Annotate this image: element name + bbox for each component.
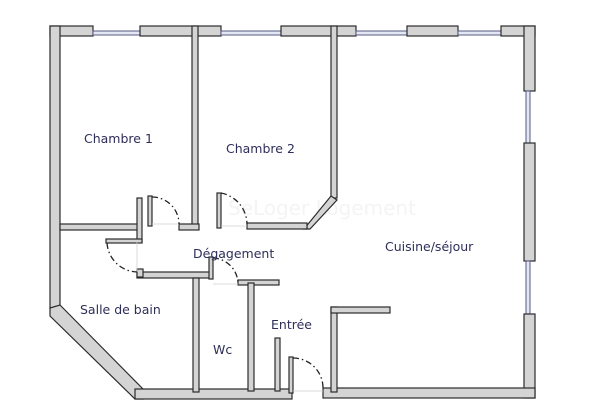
label-entree: Entrée	[271, 317, 312, 332]
window-top-4	[457, 30, 502, 36]
wall-top-4	[406, 25, 459, 37]
wall-wc-entree	[247, 282, 255, 392]
door-thresholds	[136, 223, 323, 392]
wall-ch2-bottom	[246, 222, 308, 230]
label-salle-de-bain: Salle de bain	[80, 302, 161, 317]
wall-left	[49, 25, 61, 309]
stub-ch1-3	[178, 223, 200, 231]
wall-top-2	[139, 25, 222, 37]
wall-ch1-bottom	[59, 223, 141, 231]
window-top-1	[92, 30, 141, 36]
wall-ch1-ch2	[191, 25, 199, 228]
wall-bottom-1	[134, 388, 293, 400]
door-chambre-1[interactable]	[151, 196, 180, 225]
door-swings	[106, 192, 324, 389]
window-right-2	[525, 260, 531, 315]
wall-bath-wc	[192, 277, 200, 393]
jamb-bath	[105, 238, 143, 244]
wall-right-2	[523, 142, 536, 262]
interior-walls	[59, 25, 391, 394]
room-labels: Chambre 1 Chambre 2 Dégagement Cuisine/s…	[80, 131, 474, 357]
door-wc[interactable]	[212, 257, 239, 284]
wall-right-1	[523, 25, 536, 92]
outer-walls	[49, 25, 536, 400]
stub-ch1-2	[147, 195, 153, 227]
wall-cuisine-l-vert	[330, 306, 338, 393]
wall-wc-top-right	[237, 279, 280, 286]
jamb-ch2	[216, 192, 222, 229]
window-right-1	[525, 90, 531, 144]
wall-cuisine-l-horiz	[330, 306, 391, 314]
wall-bottom-2	[322, 387, 536, 399]
door-chambre-2[interactable]	[220, 192, 248, 225]
wall-ch2-diagonal	[302, 195, 338, 230]
label-chambre-2: Chambre 2	[226, 141, 295, 156]
wall-right-3	[523, 313, 536, 399]
window-top-3	[355, 30, 408, 36]
wall-ch2-cuisine	[330, 25, 338, 199]
wall-diagonal	[49, 304, 144, 400]
door-salle-de-bain[interactable]	[106, 242, 138, 273]
jamb-wc	[208, 256, 214, 280]
label-cuisine-sejour: Cuisine/séjour	[385, 239, 474, 254]
label-degagement: Dégagement	[193, 246, 274, 261]
window-top-2	[220, 30, 282, 36]
stub-entree	[274, 337, 281, 392]
wall-bath-top	[136, 271, 213, 279]
jamb-entree	[288, 356, 294, 394]
label-chambre-1: Chambre 1	[84, 131, 153, 146]
door-entree[interactable]	[292, 357, 324, 389]
stub-bath-top	[136, 268, 144, 278]
label-wc: Wc	[213, 342, 232, 357]
wall-top-3	[280, 25, 357, 37]
stub-ch1-1	[136, 197, 143, 243]
